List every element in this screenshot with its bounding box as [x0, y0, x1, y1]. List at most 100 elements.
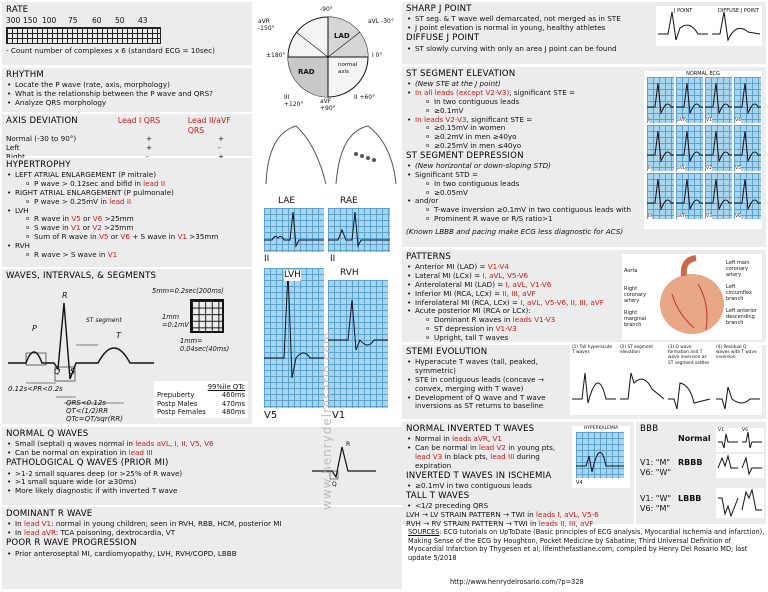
heart-label-marginal: Right marginal branch [624, 310, 647, 329]
dominant-r-panel: DOMINANT R WAVE In lead V1: normal in yo… [2, 507, 402, 589]
qtc-value: 470ms [221, 399, 245, 408]
normal-ecg-lead-label: aVF [677, 213, 686, 220]
qtc-value: 480ms [221, 407, 245, 416]
lae-item: LEFT ATRIAL ENLARGEMENT (P mitrale) P wa… [6, 171, 248, 189]
ecg-complex-diagram [8, 302, 154, 404]
normal-ecg-lead-label: aVL [677, 165, 686, 172]
wheel-avl: aVL -30° [368, 18, 394, 25]
lvh-strip [264, 268, 324, 408]
qtc-group: Postp Females [157, 407, 206, 416]
axis-row-label: Right [6, 151, 25, 161]
normal-ecg-lead-label: V6 [735, 213, 741, 220]
poor-r-item: Prior anteroseptal MI, cardiomyopathy, L… [6, 549, 398, 559]
normal-ecg-lead: I [647, 77, 674, 124]
stemi-item: Development of Q wave and T wave inversi… [406, 393, 556, 412]
heart-illustration: Aorta Right coronary artery Right margin… [622, 254, 762, 340]
qtc-value: 460ms [221, 391, 245, 400]
normal-ecg-lead: aVL [676, 125, 703, 172]
normal-ecg-lead-label: III [648, 213, 652, 220]
jpoint-figure: J POINT DIFFUSE J POINT [656, 6, 762, 46]
pathologic-q-item: More likely diagnostic if with inverted … [6, 486, 398, 496]
hyperkalemia-lead: V4 [576, 480, 583, 486]
stemi-caption: (4) Residual Q waves with T wave inversi… [716, 345, 757, 361]
rate-note: - Count number of complexes x 6 (standar… [6, 45, 215, 55]
normal-ecg-lead-label: aVR [677, 117, 686, 124]
source-url[interactable]: http://www.henrydelrosario.com/?p=328 [450, 578, 584, 586]
normal-ecg-lead: V2 [705, 125, 732, 172]
box-5mm-label: 5mm=0.2sec(200ms) [152, 287, 224, 295]
ischemia-t-title: INVERTED T WAVES IN ISCHEMIA [406, 470, 552, 481]
pattern-item: Inferolateral MI (RCA, LCx) = I, aVL, V5… [406, 298, 606, 308]
rate-num: 300 [6, 16, 21, 26]
rate-title: RATE [6, 5, 29, 15]
rate-num: 100 [42, 16, 57, 26]
axis-val: + [218, 134, 225, 143]
axis-wheel: -90° LAD RAD normal axis aVR -150° aVL -… [256, 2, 400, 112]
bbb-rbbb: RBBB [678, 458, 703, 467]
rate-num: 150 [23, 16, 38, 26]
rae-label: RAE [340, 196, 358, 206]
stemi-item: Hyperacute T waves (tall, peaked, symmet… [406, 358, 556, 376]
q-wave-diagram [312, 446, 376, 480]
dominant-r-item: In lead aVR: TCA poisoning, dextrocardia… [6, 528, 398, 538]
tall-t-item: <1/2 preceding QRS [406, 502, 630, 511]
wave-s-label: S [70, 367, 76, 376]
wave-p-label: P [32, 324, 37, 333]
sources-text: : ECG tutorials on UpToDate (Basic princ… [408, 528, 765, 562]
mm-grid-box [190, 299, 224, 333]
wheel-ii: II +60° [354, 94, 376, 101]
qwaves-title: NORMAL Q WAVES [6, 429, 89, 439]
pathologic-q-item: >1-2 small squares deep (or >25% of R wa… [6, 469, 398, 479]
axis-wheel-svg [287, 16, 369, 98]
bbb-panel: BBB Normal V1 V6 RBBB V1: "M" V6: "W" LB… [636, 422, 766, 524]
ste-sub: ≥0.2mV in men ≥40yo [425, 132, 642, 142]
rv-strain: RVH → RV STRAIN PATTERN → TWI in leads I… [406, 518, 594, 528]
bbb-v6-label: V6 [742, 428, 748, 433]
pr-label: 0.12s<PR<0.2s [8, 385, 63, 393]
bbb-rbbb-v1: V1: "M" [640, 458, 671, 467]
patterns-title: PATTERNS [406, 252, 452, 262]
sharp-j-title: SHARP J POINT [406, 4, 472, 14]
patterns-panel: PATTERNS Anterior MI (LAD) = V1-V4 Later… [402, 250, 766, 342]
std-sub: ≥0.05mV [425, 188, 642, 198]
stemi-item: STE in contiguous leads (concave → conve… [406, 375, 556, 394]
q-diagram-r: R [346, 441, 351, 448]
waves-panel: WAVES, INTERVALS, & SEGMENTS P R Q S T S… [2, 269, 252, 424]
wheel-top: -90° [320, 6, 333, 13]
inverted-t-item: Can be normal in lead V2 in young pts, l… [406, 443, 566, 470]
qtc-group: Prepuberty [157, 391, 195, 400]
hyperkalemia-title: HYPERKALEMIA [583, 426, 619, 431]
heart-label-rca: Right coronary artery [624, 286, 647, 305]
poor-r-title: POOR R WAVE PROGRESSION [6, 538, 137, 549]
stemi-caption: (3) Q wave formation and T wave inversio… [668, 345, 710, 366]
bbb-rbbb-v6: V6: "W" [640, 468, 672, 477]
bbb-lbbb-figure [716, 488, 764, 518]
qtc-table-header: 99%ile QTc [207, 383, 245, 391]
wheel-left: ±180° [266, 52, 286, 59]
axis-title: AXIS DEVIATION [6, 116, 78, 126]
bbb-lbbb-v1: V1: "W" [640, 494, 672, 503]
normal-ecg-title: NORMAL ECG [686, 71, 720, 77]
rae-criterion: P wave > 0.25mV in lead II [25, 197, 248, 207]
std-sub: Prominent R wave or R/S ratio>1 [425, 214, 642, 224]
jpoint-panel: SHARP J POINT ST seg. & T wave well dema… [402, 2, 766, 64]
chest-leads-illustration [265, 125, 397, 185]
rhythm-item: Locate the P wave (rate, axis, morpholog… [6, 81, 248, 90]
stemi-caption: (2) ST segment elevation [620, 345, 654, 356]
lvh-criterion: R wave in V5 or V6 >25mm [25, 214, 248, 224]
axis-val: + [146, 134, 153, 143]
box-1mv-label: 1mm =0.1mV [162, 313, 189, 330]
rhythm-item: What is the relationship between the P w… [6, 89, 248, 99]
pattern-sub: ST depression in V1-V3 [425, 324, 606, 334]
qrs-label: QRS<0.12s [66, 399, 106, 407]
bbb-normal-figure: V1 V6 [716, 428, 764, 452]
ste-sub: ≥0.15mV in women [425, 124, 642, 133]
qt-label: QT<(1/2)RR [66, 407, 109, 415]
normal-ecg-lead: III [647, 173, 674, 220]
ste-sub: ≥0.25mV in men ≤40yo [425, 141, 642, 151]
wave-t-label: T [116, 331, 121, 340]
diffuse-j-title: DIFFUSE J POINT [406, 33, 480, 44]
tall-t-title: TALL T WAVES [406, 490, 470, 501]
normal-ecg-lead: V3 [705, 173, 732, 220]
